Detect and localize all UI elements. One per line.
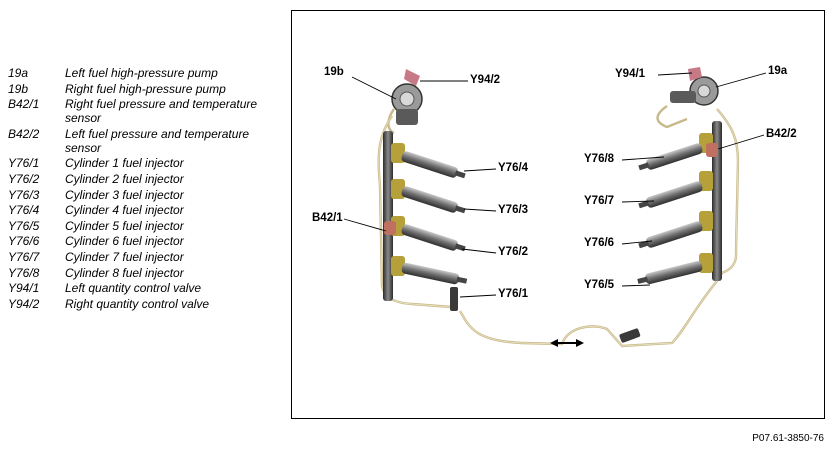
callout-y94-2: Y94/2	[470, 74, 501, 86]
legend-desc: Left fuel high-pressure pump	[65, 66, 218, 80]
legend-desc: Right quantity control valve	[65, 296, 210, 311]
legend-desc: Right fuel high-pressure pump	[65, 81, 226, 96]
high-pressure-pump-19a	[670, 67, 719, 106]
callout-y76-3: Y76/3	[498, 204, 529, 216]
legend-desc: Right fuel pressure and temperature sens…	[65, 97, 258, 126]
legend-code: Y76/1	[8, 156, 40, 171]
right-injectors	[637, 143, 703, 285]
callout-19a: 19a	[768, 65, 788, 77]
callout-y76-4: Y76/4	[498, 162, 529, 174]
legend-row: Y76/4 Cylinder 4 fuel injector	[8, 203, 278, 217]
legend-desc: Cylinder 7 fuel injector	[65, 249, 184, 264]
left-injectors	[401, 151, 468, 311]
callout-y76-6: Y76/6	[584, 237, 615, 249]
legend-row: Y76/2 Cylinder 2 fuel injector	[8, 172, 278, 186]
legend-code: Y76/8	[8, 265, 40, 280]
high-pressure-pump-19b	[391, 69, 423, 125]
double-arrow-icon	[550, 339, 584, 347]
legend-code: 19b	[8, 81, 29, 96]
legend-code: Y94/2	[8, 296, 40, 311]
legend-code: B42/1	[8, 97, 40, 112]
legend-desc: Cylinder 3 fuel injector	[65, 187, 184, 202]
callout-y94-1: Y94/1	[615, 68, 646, 80]
legend-row: Y76/5 Cylinder 5 fuel injector	[8, 219, 278, 233]
right-fuel-rail	[699, 121, 722, 281]
legend-code: Y76/6	[8, 234, 40, 249]
legend-desc: Cylinder 2 fuel injector	[65, 171, 184, 186]
legend-desc: Cylinder 8 fuel injector	[65, 265, 184, 280]
diagram-frame: 19b Y94/2 Y94/1 19a B42/2 Y76/8 Y76/4 Y7…	[291, 10, 825, 419]
legend-code: Y76/2	[8, 171, 40, 186]
callout-b42-2: B42/2	[766, 128, 797, 140]
legend-desc: Cylinder 4 fuel injector	[65, 203, 184, 218]
legend-code: Y76/5	[8, 218, 40, 233]
left-fuel-rail	[383, 131, 405, 301]
legend-code: Y76/3	[8, 187, 40, 202]
legend-row: Y94/1 Left quantity control valve	[8, 281, 278, 295]
legend-code: 19a	[8, 66, 29, 80]
callout-y76-8: Y76/8	[584, 153, 615, 165]
quantity-control-valve-y94-1	[688, 67, 702, 81]
legend-row: Y76/3 Cylinder 3 fuel injector	[8, 188, 278, 202]
legend-desc: Cylinder 1 fuel injector	[65, 156, 184, 171]
line-connector	[619, 328, 641, 343]
legend-row: Y76/6 Cylinder 6 fuel injector	[8, 234, 278, 248]
legend-code: B42/2	[8, 126, 40, 141]
legend-code: Y76/7	[8, 249, 40, 264]
pressure-sensor-b42-2	[706, 143, 718, 157]
legend-desc: Cylinder 6 fuel injector	[65, 234, 184, 249]
legend-row: Y76/8 Cylinder 8 fuel injector	[8, 266, 278, 280]
legend-desc: Cylinder 5 fuel injector	[65, 218, 184, 233]
legend-row: Y94/2 Right quantity control valve	[8, 297, 278, 311]
fuel-system-illustration	[343, 67, 767, 348]
callout-b42-1: B42/1	[312, 212, 343, 224]
leader-lines	[343, 72, 767, 298]
legend-row: B42/2 Left fuel pressure and temperature …	[8, 127, 278, 155]
legend-desc: Left quantity control valve	[65, 281, 202, 296]
legend-row: Y76/7 Cylinder 7 fuel injector	[8, 250, 278, 264]
quantity-control-valve-y94-2	[404, 69, 420, 86]
connector-block	[450, 287, 458, 311]
callout-y76-2: Y76/2	[498, 246, 529, 258]
callout-y76-5: Y76/5	[584, 279, 615, 291]
legend-row: Y76/1 Cylinder 1 fuel injector	[8, 156, 278, 170]
legend-row: B42/1 Right fuel pressure and temperature…	[8, 97, 278, 125]
callout-19b: 19b	[324, 66, 344, 78]
legend-row: 19a Left fuel high-pressure pump	[8, 66, 278, 80]
figure-reference: P07.61-3850-76	[752, 433, 824, 444]
pressure-sensor-b42-1	[384, 221, 396, 235]
legend-code: Y76/4	[8, 203, 40, 218]
callout-y76-1: Y76/1	[498, 288, 529, 300]
callout-y76-7: Y76/7	[584, 195, 615, 207]
legend-code: Y94/1	[8, 281, 40, 296]
legend-row: 19b Right fuel high-pressure pump	[8, 82, 278, 96]
legend-desc: Left fuel pressure and temperature senso…	[65, 126, 250, 155]
